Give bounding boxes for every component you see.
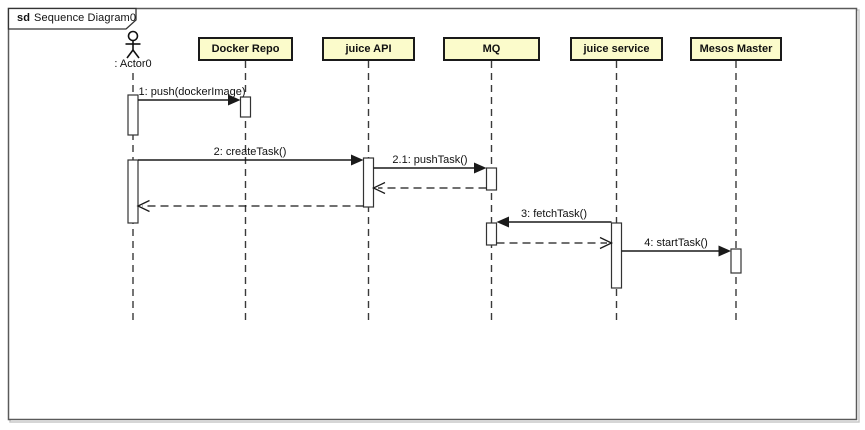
lifeline-head-juice-service[interactable]: juice service xyxy=(570,37,663,61)
activation-mq-2[interactable] xyxy=(485,222,498,246)
lifeline-label: juice API xyxy=(345,43,392,55)
message-4-arrowhead-icon xyxy=(718,245,731,257)
return-juice-api-to-actor-arrowhead-icon xyxy=(136,199,150,213)
lifeline-head-mesos-master[interactable]: Mesos Master xyxy=(690,37,782,61)
message-3-arrowhead-icon xyxy=(496,216,509,228)
return-mq-to-juice-service-arrowhead-icon xyxy=(599,236,614,250)
lifeline-head-juice-api[interactable]: juice API xyxy=(322,37,415,61)
activation-juice-api[interactable] xyxy=(362,157,375,208)
message-2-arrowhead-icon xyxy=(351,154,364,166)
activation-juice-service[interactable] xyxy=(610,222,623,289)
messages-group xyxy=(138,99,720,252)
lifeline-label: MQ xyxy=(482,43,501,55)
message-2-label[interactable]: 2: createTask() xyxy=(213,146,287,158)
activation-mq-1[interactable] xyxy=(485,167,498,191)
activation-mesos-master[interactable] xyxy=(730,248,742,274)
return-mq-to-juice-api-arrowhead-icon xyxy=(371,181,386,195)
message-1-arrowhead-icon xyxy=(228,94,241,106)
message-2-1-arrowhead-icon xyxy=(474,162,487,174)
returns-group xyxy=(136,181,614,250)
message-1-label[interactable]: 1: push(dockerImage) xyxy=(138,86,246,98)
lifeline-head-docker-repo[interactable]: Docker Repo xyxy=(198,37,293,61)
activation-docker-repo[interactable] xyxy=(239,96,252,118)
activation-actor-1[interactable] xyxy=(127,94,139,136)
activations-group xyxy=(127,94,742,289)
frame-keyword: sd xyxy=(17,12,31,24)
frame-tab xyxy=(7,7,137,30)
message-3-label[interactable]: 3: fetchTask() xyxy=(520,208,588,220)
lifeline-head-mq[interactable]: MQ xyxy=(443,37,540,61)
activation-actor-2[interactable] xyxy=(127,159,139,224)
actor-icon[interactable] xyxy=(125,30,141,59)
lifeline-label: juice service xyxy=(583,43,650,55)
actor-label: : Actor0 xyxy=(114,58,152,70)
message-arrowheads xyxy=(228,94,731,257)
message-4-label[interactable]: 4: startTask() xyxy=(644,237,708,249)
frame-border xyxy=(7,7,858,421)
message-2-1-label[interactable]: 2.1: pushTask() xyxy=(392,154,468,166)
lifeline-label: Mesos Master xyxy=(699,43,773,55)
frame-title-text: Sequence Diagram0 xyxy=(34,12,137,24)
lifeline-label: Docker Repo xyxy=(211,43,280,55)
